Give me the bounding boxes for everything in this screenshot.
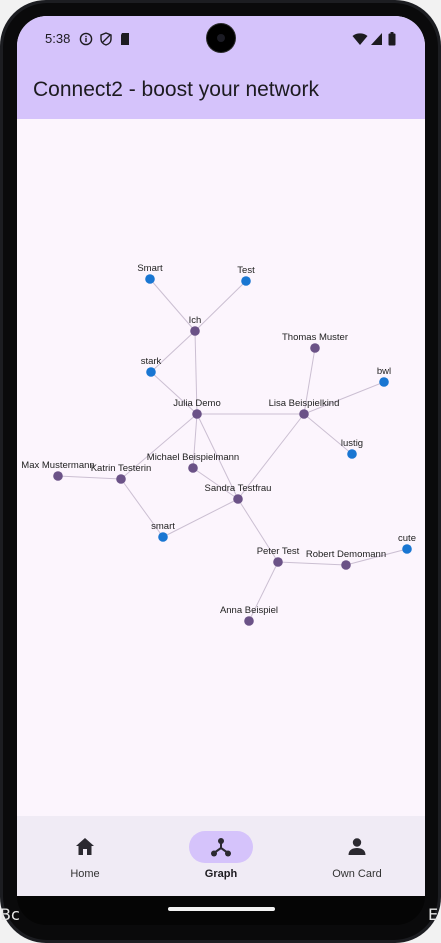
status-bar: 5:38 [17, 16, 425, 62]
graph-node-robert[interactable] [341, 560, 351, 570]
graph-node-peter[interactable] [273, 557, 283, 567]
graph-edge-peter-anna [248, 561, 279, 622]
graph-node-label-peter: Peter Test [257, 546, 300, 557]
graph-node-label-bwl: bwl [377, 366, 391, 377]
graph-edge-smart_top-ich [149, 278, 196, 332]
home-icon [76, 838, 94, 855]
app-bar: Connect2 - boost your network [17, 62, 425, 119]
graph-edge-julia-michael [192, 413, 198, 469]
graph-node-label-thomas: Thomas Muster [282, 332, 348, 343]
graph-edge-bwl-lisa [303, 381, 385, 415]
graph-node-test[interactable] [241, 276, 251, 286]
graph-node-lustig[interactable] [347, 449, 357, 459]
graph-node-label-lisa: Lisa Beispielkind [269, 398, 340, 409]
nav-item-own-card[interactable]: Own Card [289, 816, 425, 896]
wifi-icon [352, 33, 368, 45]
graph-node-michael[interactable] [188, 463, 198, 473]
graph-node-label-julia: Julia Demo [173, 398, 221, 409]
nav-label-own-card: Own Card [332, 868, 382, 880]
status-time: 5:38 [45, 31, 71, 46]
person-icon [348, 838, 366, 855]
graph-node-stark[interactable] [146, 367, 156, 377]
sim-card-icon [121, 33, 129, 45]
graph-node-label-max: Max Mustermann [21, 460, 94, 471]
nav-item-graph[interactable]: Graph [153, 816, 289, 896]
graph-node-smart_low[interactable] [158, 532, 168, 542]
graph-node-lisa[interactable] [299, 409, 309, 419]
graph-icon [211, 838, 231, 857]
signal-icon [371, 33, 382, 45]
home-indicator-bar[interactable] [168, 907, 275, 911]
bottom-navigation: Home Graph Own Card [17, 816, 425, 896]
graph-edge-max-katrin [57, 475, 122, 480]
graph-edge-stark-julia [150, 371, 198, 415]
battery-icon [388, 32, 396, 46]
nav-item-home[interactable]: Home [17, 816, 153, 896]
graph-node-bwl[interactable] [379, 377, 389, 387]
graph-node-label-ich: Ich [189, 315, 202, 326]
graph-node-label-smart_top: Smart [137, 263, 163, 274]
app-screen: 5:38 Connect2 - boost your network Smart… [17, 16, 425, 896]
graph-edge-julia-sandra [196, 413, 239, 500]
graph-node-smart_top[interactable] [145, 274, 155, 284]
graph-edge-michael-sandra [192, 467, 239, 500]
background-text-right: E [428, 905, 439, 924]
front-camera [207, 24, 235, 52]
background-text-left: Bc [0, 905, 20, 924]
graph-node-ich[interactable] [190, 326, 200, 336]
graph-node-katrin[interactable] [116, 474, 126, 484]
graph-node-label-katrin: Katrin Testerin [91, 463, 152, 474]
graph-edge-lisa-lustig [303, 413, 353, 455]
graph-edge-lisa-sandra [237, 413, 305, 500]
graph-node-cute[interactable] [402, 544, 412, 554]
graph-edge-test-ich [194, 280, 247, 332]
graph-node-label-stark: stark [141, 356, 162, 367]
graph-node-julia[interactable] [192, 409, 202, 419]
graph-edge-peter-robert [277, 561, 347, 566]
graph-edge-julia-katrin [120, 413, 198, 480]
graph-edge-katrin-smart_low [120, 478, 164, 538]
info-icon [79, 32, 93, 46]
graph-node-sandra[interactable] [233, 494, 243, 504]
graph-node-label-lustig: lustig [341, 438, 363, 449]
shield-icon [100, 32, 112, 46]
graph-node-thomas[interactable] [310, 343, 320, 353]
graph-node-anna[interactable] [244, 616, 254, 626]
graph-node-label-sandra: Sandra Testfrau [205, 483, 272, 494]
graph-node-label-michael: Michael Beispielmann [147, 452, 239, 463]
nav-label-home: Home [70, 868, 100, 880]
nav-label-graph: Graph [204, 868, 238, 880]
graph-edge-ich-julia [194, 330, 198, 415]
app-title: Connect2 - boost your network [33, 78, 319, 101]
graph-node-label-cute: cute [398, 533, 416, 544]
graph-node-label-robert: Robert Demomann [306, 549, 386, 560]
graph-node-label-test: Test [237, 265, 255, 276]
graph-edge-sandra-smart_low [162, 498, 239, 538]
graph-edge-sandra-peter [237, 498, 279, 563]
graph-edge-ich-stark [150, 330, 196, 373]
graph-node-label-smart_low: smart [151, 521, 175, 532]
graph-node-max[interactable] [53, 471, 63, 481]
graph-edge-thomas-lisa [303, 347, 316, 415]
graph-edge-robert-cute [345, 548, 408, 566]
graph-node-label-anna: Anna Beispiel [220, 605, 278, 616]
